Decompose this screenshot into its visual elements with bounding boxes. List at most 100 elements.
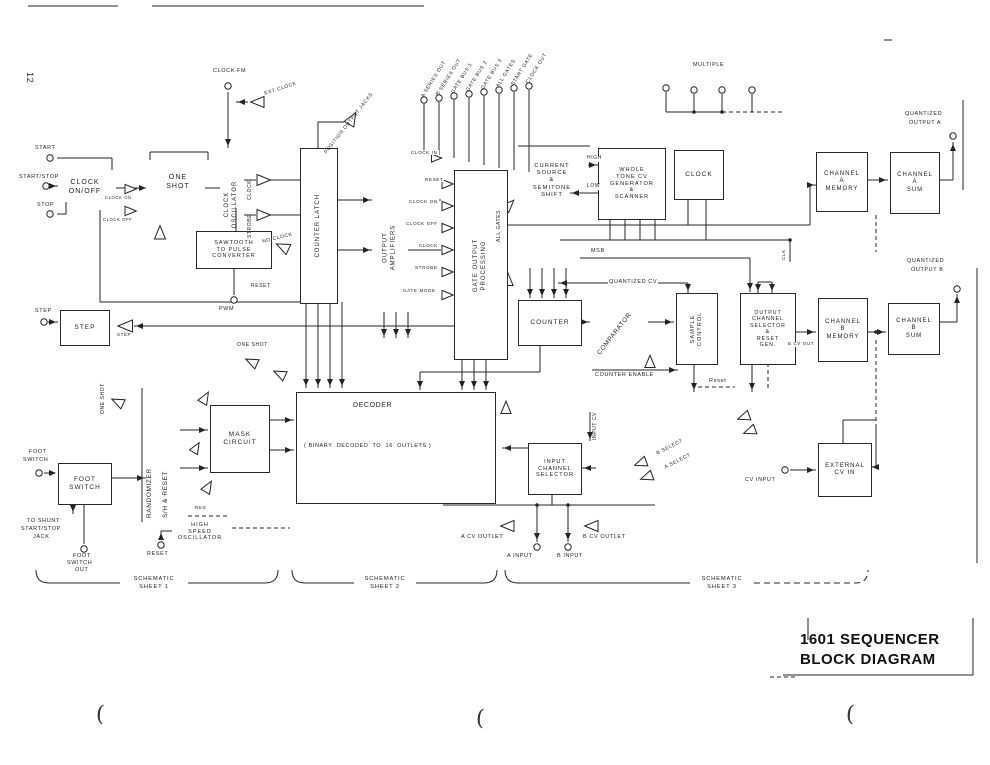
amplifier-triangle-icon [244, 358, 260, 370]
arrowhead-r [285, 417, 292, 423]
high-speed-oscillator-block-text: HIGH [191, 521, 209, 528]
sawtooth-to-pulse-converter-block-text: SAWTOOTH [214, 239, 254, 246]
whole-tone-cv-generator-block-text: GENERATOR [610, 180, 654, 187]
arrowhead-r [363, 197, 370, 203]
amplifier-triangle-icon [736, 409, 752, 421]
output-channel-selector-block-text: & [765, 329, 771, 335]
amplifier-triangle-icon [583, 519, 599, 533]
counter-latch-block-text: COUNTER LATCH [315, 194, 322, 258]
cv-input-label: CV INPUT [744, 477, 777, 484]
arrowhead-l [560, 280, 567, 286]
b-cv-out-label: B CV OUT [787, 341, 816, 347]
amplifier-triangle-icon [441, 266, 455, 278]
quantized-output-b-label-1: QUANTIZED [906, 258, 946, 265]
clock-on-off-block-text: ON/OFF [68, 188, 102, 195]
output-channel-selector-block-text: CHANNEL [752, 316, 784, 322]
arrowhead-d [527, 289, 533, 296]
arrowhead-d [405, 329, 411, 336]
one-shot-h-label: ONE SHOT [236, 342, 269, 349]
stop-label: STOP [36, 202, 56, 209]
arrowhead-r [199, 465, 206, 471]
amplifier-triangle-icon [441, 200, 455, 212]
clock-on-col-label: CLOCK ON [408, 199, 439, 205]
arrowhead-d [565, 533, 571, 540]
mask-circuit-block-text: CIRCUIT [223, 439, 257, 446]
title-line-1: 1601 SEQUENCER [800, 631, 940, 648]
schematic-sheet-label: SCHEMATIC [133, 576, 175, 582]
arrowhead-r [49, 183, 56, 189]
quantized-output-a-jack [949, 132, 957, 140]
quantized-output-b-label-2: OUTPUT B [910, 267, 945, 274]
junction-dot [874, 330, 878, 334]
arrowhead-r [49, 470, 56, 476]
amplifier-triangle-icon [197, 390, 210, 407]
amplifier-triangle-icon [188, 441, 200, 456]
high-speed-oscillator-block-text: OSCILLATOR [177, 535, 223, 542]
cv-input-jack [781, 466, 789, 474]
gate-output-processing-block-text: GATE OUTPUT [473, 238, 480, 292]
arrowhead-d [691, 383, 697, 390]
arrowhead-d [303, 379, 309, 386]
amplifier-triangle-icon [124, 205, 138, 217]
b-input-jack [564, 543, 572, 551]
start-jack [46, 154, 54, 162]
pwm-label: PWM [218, 306, 236, 313]
schematic-sheet-3-brace [504, 569, 690, 584]
amplifier-triangle-icon [633, 455, 649, 467]
reset-jack [157, 541, 165, 549]
input-channel-selector-block-text: INPUT [544, 458, 566, 465]
junction-dot [692, 110, 696, 114]
counter-latch-block: COUNTER LATCH [300, 148, 338, 304]
output-channel-selector-block-text: OUTPUT [754, 309, 782, 316]
high-speed-oscillator-block-text: SPEED [188, 528, 212, 535]
foot-switch-in-jack [35, 469, 43, 477]
amplifier-triangle-icon [200, 479, 213, 496]
whole-tone-cv-generator-block-text: TONE CV [616, 173, 648, 180]
amplifier-triangle-icon [441, 289, 455, 301]
arrowhead-d [393, 329, 399, 336]
high-label: HIGH [586, 155, 603, 162]
clk-vertical-label: CLK [781, 249, 786, 260]
amplifier-triangle-icon [500, 399, 512, 414]
arrowhead-r [665, 319, 672, 325]
schematic-sheet-number: SHEET 3 [707, 583, 737, 590]
arrowhead-r [669, 367, 676, 373]
multiple-label: MULTIPLE [692, 62, 726, 69]
schematic-sheet-label: SCHEMATIC [701, 576, 743, 582]
foot-switch-out-label-3: OUT [74, 567, 90, 574]
gate-bus-1-jack [450, 92, 458, 100]
schematic-sheet-3-brace [754, 569, 869, 584]
gate-bus-2-jack [465, 90, 473, 98]
amplifier-triangle-icon [124, 183, 138, 195]
step-block: STEP [60, 310, 110, 346]
all-gates-vertical-label: ALL GATES [496, 209, 502, 242]
arrowhead-l [572, 190, 579, 196]
arrowhead-d [563, 289, 569, 296]
arrowhead-l [238, 99, 245, 105]
gate-mode-col-label: GATE MODE [402, 288, 437, 294]
title-line-2: BLOCK DIAGRAM [800, 651, 936, 669]
arrowhead-r [589, 162, 596, 168]
quantized-cv-label: QUANTIZED CV [608, 279, 659, 286]
arrowhead-d [747, 283, 753, 290]
step-amp-label: STEP [116, 332, 133, 338]
arrowhead-r [139, 185, 146, 191]
msb-label: MSB [590, 248, 606, 255]
clock-block-text: CLOCK [685, 170, 713, 178]
arrowhead-l [872, 464, 879, 470]
multiple-jack-1 [662, 84, 670, 92]
arrowhead-d [539, 289, 545, 296]
arrowhead-u [954, 296, 960, 303]
arrowhead-d [459, 381, 465, 388]
schematic-sheet-1-brace [35, 569, 120, 584]
current-source-semitone-shift-block-text: CURRENT [534, 162, 570, 169]
reset-col-label: RESET [424, 177, 445, 183]
sawtooth-to-pulse-converter-block-text: CONVERTER [212, 253, 256, 260]
amplifier-triangle-icon [256, 208, 272, 222]
